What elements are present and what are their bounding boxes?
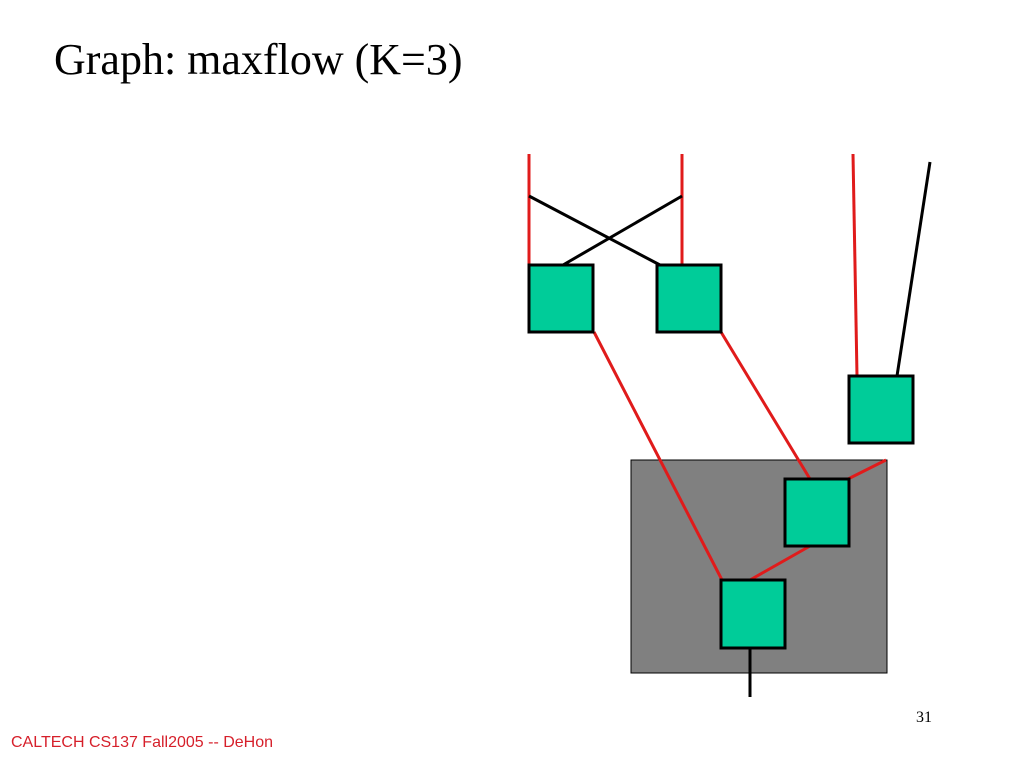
node-top-middle bbox=[655, 263, 723, 334]
slide-title: Graph: maxflow (K=3) bbox=[54, 35, 463, 84]
input-edge-right bbox=[851, 153, 859, 377]
node-cut-bottom bbox=[719, 578, 787, 650]
input-edge-far-right bbox=[895, 161, 932, 377]
edge-cut-node-to-bottom-node bbox=[749, 544, 811, 582]
page-number: 31 bbox=[916, 709, 932, 726]
edge-middle-node-to-cut-node bbox=[719, 331, 812, 480]
node-cut-upper bbox=[783, 477, 851, 548]
edge-left-node-to-bottom-node bbox=[592, 331, 724, 581]
edge-right-node-to-cut-node bbox=[847, 458, 887, 481]
node-right bbox=[847, 374, 915, 445]
footer-credit: CALTECH CS137 Fall2005 -- DeHon bbox=[11, 734, 274, 751]
cross-edge-left-to-middle-node bbox=[528, 194, 661, 267]
node-top-left bbox=[527, 263, 595, 334]
cross-edge-middle-to-left-node bbox=[562, 194, 683, 267]
